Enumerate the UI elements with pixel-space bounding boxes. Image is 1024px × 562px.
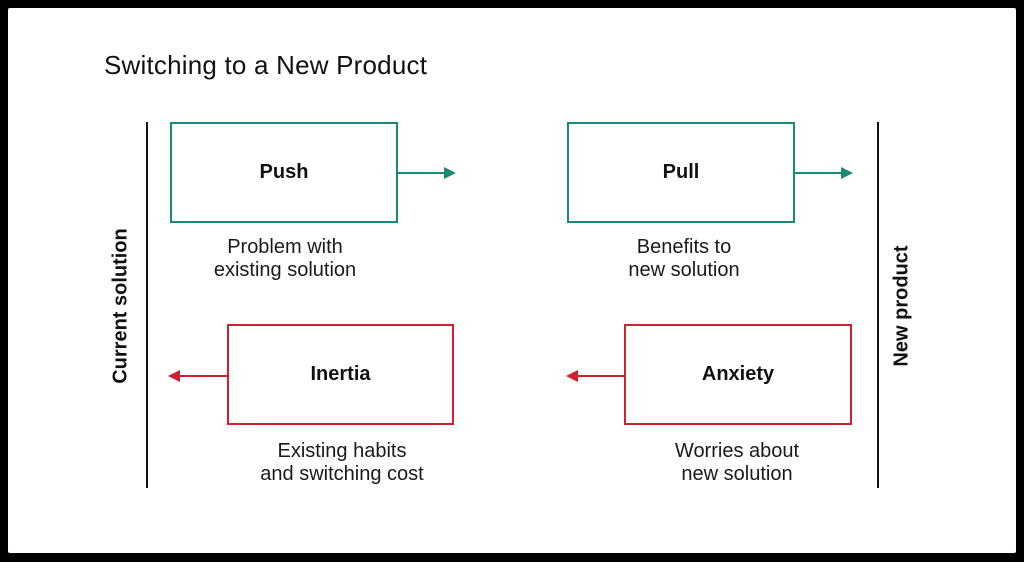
inertia-box: Inertia [227, 324, 454, 425]
anxiety-label: Anxiety [701, 363, 775, 385]
push-box: Push [170, 122, 398, 223]
pull-caption-line-2: new solution [628, 259, 740, 281]
anxiety-caption-line-1: Worries about [674, 440, 800, 462]
inertia-caption: Existing habits and switching cost [212, 440, 472, 486]
current-solution-boundary-line [146, 122, 148, 488]
current-solution-label: Current solution [109, 228, 132, 384]
push-caption-line-2: existing solution [213, 259, 357, 281]
anxiety-box: Anxiety [624, 324, 852, 425]
push-caption-line-1: Problem with [227, 236, 343, 258]
diagram-canvas [8, 8, 1016, 553]
pull-label: Pull [662, 161, 700, 183]
inertia-label: Inertia [310, 363, 371, 385]
pull-box: Pull [567, 122, 795, 223]
diagram-title: Switching to a New Product [104, 50, 428, 80]
anxiety-caption-line-2: new solution [681, 463, 793, 485]
push-caption: Problem with existing solution [155, 236, 415, 282]
new-product-label: New product [890, 245, 913, 367]
push-label: Push [259, 161, 309, 183]
inertia-caption-line-1: Existing habits [277, 440, 407, 462]
pull-caption-line-1: Benefits to [636, 236, 732, 258]
anxiety-caption: Worries about new solution [607, 440, 867, 486]
new-product-boundary-line [877, 122, 879, 488]
inertia-caption-line-2: and switching cost [260, 463, 424, 485]
pull-caption: Benefits to new solution [554, 236, 814, 282]
